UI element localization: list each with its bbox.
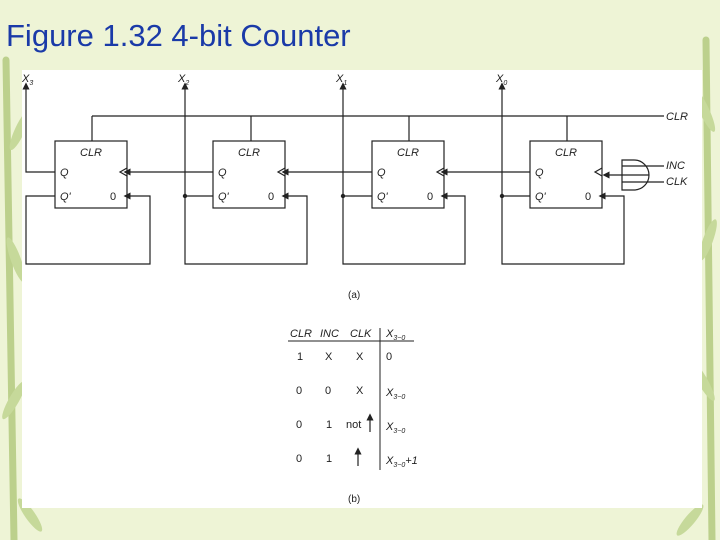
and-gate	[621, 159, 650, 191]
output-label-x3: X3	[22, 73, 33, 87]
counter-diagram: X3 X2 X1 X0 CLR Q Q' 0 CLR Q Q' 0 CLR Q …	[22, 73, 688, 505]
table-cell: X	[325, 351, 333, 363]
table-cell: 0	[386, 351, 392, 363]
table-cell: X3−0+1	[385, 455, 418, 469]
ff3-clr-label: CLR	[80, 147, 102, 159]
table-header-clk: CLK	[350, 328, 372, 340]
ff1-clr-label: CLR	[397, 147, 419, 159]
ff1-q-label: Q	[377, 167, 386, 179]
clr-signal-label: CLR	[666, 111, 688, 123]
ff2-qbar-label: Q'	[218, 191, 230, 203]
table-cell: not	[346, 419, 361, 431]
ff3-zero-label: 0	[110, 191, 116, 203]
table-cell: X3−0	[385, 387, 405, 401]
ff3-q-label: Q	[60, 167, 69, 179]
table-header-inc: INC	[320, 328, 339, 340]
caption-a: (a)	[348, 290, 360, 301]
ff2-zero-label: 0	[268, 191, 274, 203]
ff0-zero-label: 0	[585, 191, 591, 203]
output-label-x1: X1	[335, 73, 347, 87]
table-cell: 0	[296, 419, 302, 431]
output-label-x2: X2	[177, 73, 189, 87]
table-cell: 1	[326, 419, 332, 431]
ff1-zero-label: 0	[427, 191, 433, 203]
table-cell: 0	[296, 385, 302, 397]
table-cell: X	[356, 385, 364, 397]
ff0-qbar-label: Q'	[535, 191, 547, 203]
ff0-q-label: Q	[535, 167, 544, 179]
table-cell: X	[356, 351, 364, 363]
table-cell: 0	[325, 385, 331, 397]
clk-signal-label: CLK	[666, 176, 688, 188]
table-cell: 1	[326, 453, 332, 465]
ff1-qbar-label: Q'	[377, 191, 389, 203]
ff2-q-label: Q	[218, 167, 227, 179]
table-header-clr: CLR	[290, 328, 312, 340]
inc-signal-label: INC	[666, 160, 685, 172]
output-label-x0: X0	[495, 73, 507, 87]
table-cell: 1	[297, 351, 303, 363]
ff0-clr-label: CLR	[555, 147, 577, 159]
table-cell: X3−0	[385, 421, 405, 435]
table-header-x: X3−0	[385, 328, 405, 342]
caption-b: (b)	[348, 494, 360, 505]
figure-panel: X3 X2 X1 X0 CLR Q Q' 0 CLR Q Q' 0 CLR Q …	[22, 70, 702, 508]
ff2-clr-label: CLR	[238, 147, 260, 159]
table-cell: 0	[296, 453, 302, 465]
slide-title: Figure 1.32 4-bit Counter	[6, 18, 351, 53]
flipflop-0-box	[529, 140, 603, 209]
ff3-qbar-label: Q'	[60, 191, 72, 203]
